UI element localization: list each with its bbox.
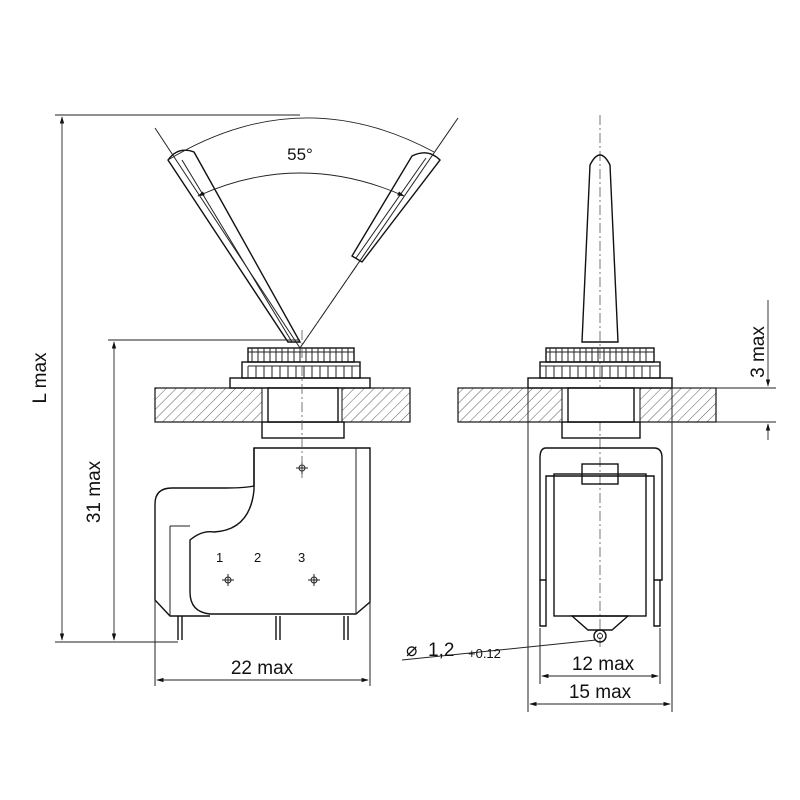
- front-view: 3 max ⌀ 1,2 +0.12 12 max 15 max: [401, 115, 776, 712]
- panel-hole-right: [561, 387, 641, 423]
- bushing-label: 3 max: [748, 326, 769, 378]
- angle-extension-left: [154, 127, 301, 349]
- hole-leader: [401, 639, 597, 661]
- bushing-nuts-left: [229, 347, 371, 439]
- inner-width-label: 12 max: [572, 654, 635, 675]
- angle-arc-outer: [167, 117, 435, 161]
- bushing-nuts-right: [527, 347, 673, 439]
- hole-tolerance: +0.12: [468, 646, 501, 661]
- switch-body-left: [154, 447, 371, 640]
- terminal-number-1: 1: [216, 550, 223, 565]
- terminal-number-3: 3: [298, 550, 305, 565]
- angle-extension-right: [299, 117, 459, 349]
- angle-label: 55°: [287, 145, 313, 164]
- terminal-number-2: 2: [254, 550, 261, 565]
- switch-body-front: [539, 447, 663, 643]
- toggle-lever-left: [167, 149, 302, 343]
- outer-width-label: 15 max: [569, 682, 632, 703]
- hole-diameter-symbol: ⌀: [406, 640, 417, 661]
- toggle-lever-right-ghost: [299, 152, 441, 349]
- angle-arc-inner: [197, 172, 405, 197]
- toggle-lever-front: [581, 154, 619, 343]
- hole-label: 1,2: [428, 640, 454, 661]
- terminal-marks: [222, 462, 320, 586]
- l-max-label: L max: [30, 352, 51, 404]
- height-label: 31 max: [84, 460, 105, 523]
- width-label: 22 max: [231, 658, 294, 679]
- side-view: 55° 1 2 3 L max: [30, 114, 459, 686]
